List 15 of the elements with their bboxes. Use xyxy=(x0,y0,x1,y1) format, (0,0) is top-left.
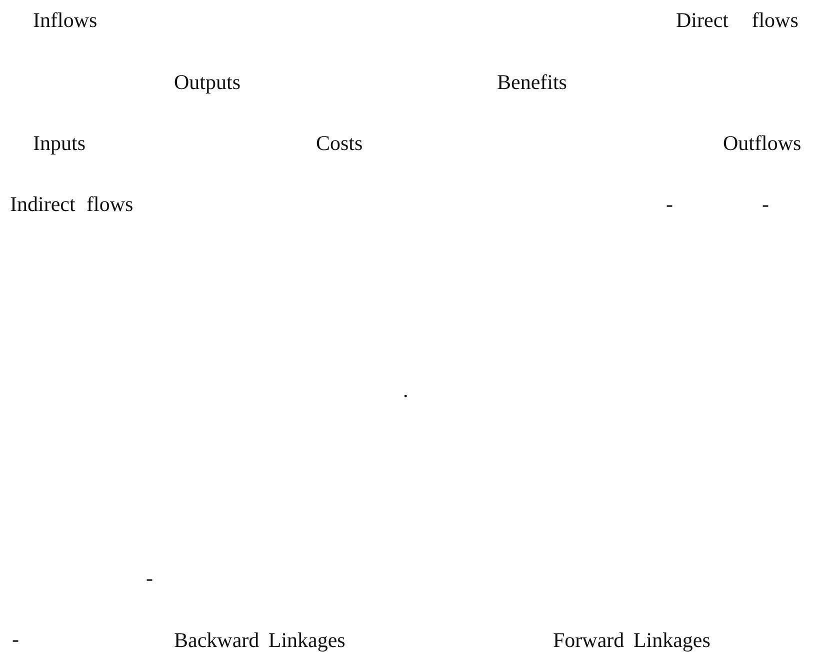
mark: . xyxy=(403,378,408,402)
label-text: Costs xyxy=(316,131,363,155)
label-text: Benefits xyxy=(497,70,567,94)
mark: - xyxy=(12,627,19,651)
label-text: Inputs xyxy=(33,131,86,155)
label-text: Backward Linkages xyxy=(174,628,346,652)
mark: - xyxy=(146,566,153,590)
label-text: Indirect flows xyxy=(10,192,134,216)
mark: - xyxy=(666,192,673,216)
label-text: Inflows xyxy=(33,8,98,32)
mark: - xyxy=(762,192,769,216)
label-text: Outflows xyxy=(723,131,802,155)
label-text: Forward Linkages xyxy=(553,628,710,652)
label-text: Direct flows xyxy=(676,8,798,32)
label-text: Outputs xyxy=(174,70,241,94)
